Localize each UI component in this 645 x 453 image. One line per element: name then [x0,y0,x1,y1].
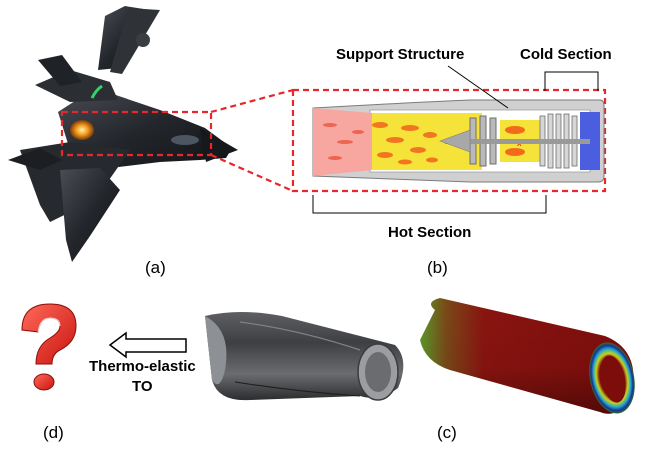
cold-section-bracket [544,71,599,91]
to-label: TO [132,378,153,395]
panel-label-d: (d) [43,423,64,442]
engine-callout-box [291,88,607,193]
question-mark-icon [21,303,77,391]
cold-section-label: Cold Section [520,46,612,63]
hot-section-label: Hot Section [388,224,472,241]
hot-section-bracket [312,195,547,214]
callout-line-bottom [210,153,294,193]
jet-callout-box [60,110,213,157]
panel-label-b: (b) [427,258,448,277]
turbofan-engine-cutaway: x [312,99,605,183]
callout-line-top [210,88,294,114]
panel-label-a: (a) [145,258,166,277]
nozzle-liner-cad [205,312,404,401]
fighter-jet-image [8,6,238,262]
support-structure-label: Support Structure [336,46,465,63]
panel-label-c: (c) [437,423,457,442]
thermo-elastic-label: Thermo-elastic [89,358,196,375]
temperature-field-cylinder [420,298,635,414]
left-arrow-icon [108,331,187,359]
support-structure-pointer [447,65,509,109]
